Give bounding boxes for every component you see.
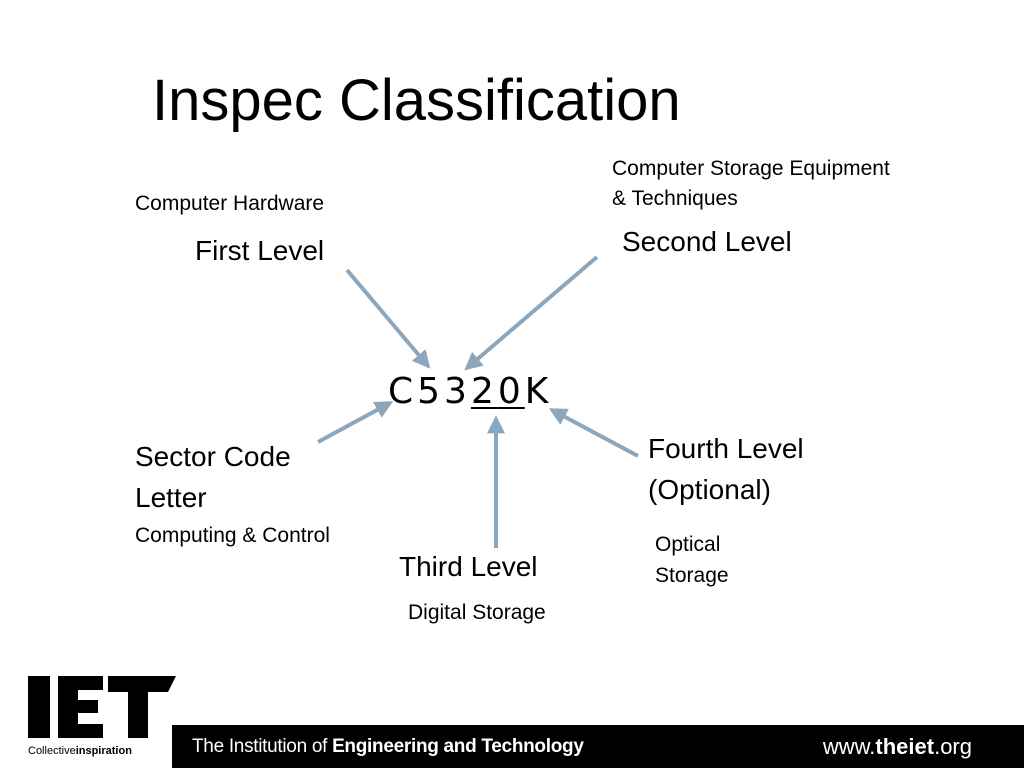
first-level-label: First Level [195, 235, 325, 266]
third-level-label: Third Level [399, 551, 538, 582]
fourth-level-description-line1: Optical [655, 533, 721, 556]
code-char-third-level-2: 0 [497, 371, 525, 412]
iet-logo [28, 676, 176, 738]
code-char-sector: C [388, 371, 418, 412]
arrow-fourth-level [548, 408, 639, 458]
fourth-level-label-line1: Fourth Level [648, 433, 804, 464]
code-char-first-level: 5 [417, 371, 445, 412]
second-level-label: Second Level [622, 226, 792, 257]
second-level-description-line2: & Techniques [612, 187, 738, 210]
arrow-second-level [464, 255, 599, 371]
logo-tagline: Collectiveinspiration [28, 745, 132, 757]
footer-bar: The Institution of Engineering and Techn… [172, 725, 1024, 768]
code-char-fourth-level: K [524, 371, 553, 412]
third-level-description: Digital Storage [408, 601, 546, 624]
page-title: Inspec Classification [152, 68, 681, 133]
website-link[interactable]: www.theiet.org [822, 734, 972, 759]
code-char-second-level: 3 [444, 371, 471, 412]
code-char-third-level-1: 2 [470, 371, 498, 412]
second-level-description-line1: Computer Storage Equipment [612, 157, 890, 180]
arrow-first-level [345, 268, 431, 369]
fourth-level-label-line2: (Optional) [648, 474, 771, 505]
institution-name: The Institution of Engineering and Techn… [192, 736, 584, 757]
classification-code: C 5 3 2 0 K [388, 370, 552, 414]
sector-code-label-line1: Sector Code [135, 441, 291, 472]
fourth-level-description-line2: Storage [655, 564, 729, 587]
sector-code-label-line2: Letter [135, 482, 207, 513]
arrow-sector-code [317, 401, 394, 444]
sector-code-description: Computing & Control [135, 524, 330, 547]
first-level-description: Computer Hardware [135, 192, 325, 215]
